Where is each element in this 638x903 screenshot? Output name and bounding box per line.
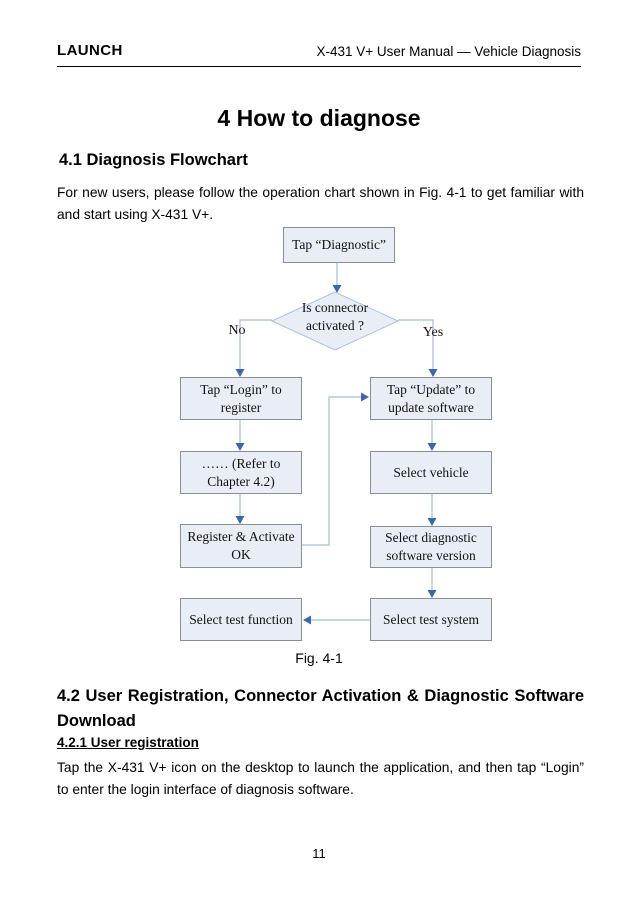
flow-node-select-vehicle: Select vehicle — [370, 451, 492, 494]
flow-node-decision: Is connector activated ? — [301, 300, 369, 333]
header-doc-title: X-431 V+ User Manual — Vehicle Diagnosis — [316, 44, 581, 59]
flow-node-register-activate-ok: Register & Activate OK — [180, 524, 302, 568]
section-42-heading: 4.2 User Registration, Connector Activat… — [57, 687, 584, 730]
page-number: 11 — [312, 846, 326, 861]
page-title: 4 How to diagnose — [217, 105, 421, 131]
brand-logo-text: LAUNCH — [57, 42, 123, 59]
section-42-paragraph: Tap the X-431 V+ icon on the desktop to … — [57, 760, 584, 797]
flow-node-tap-login: Tap “Login” to register — [180, 377, 302, 420]
flow-node-tap-diagnostic: Tap “Diagnostic” — [283, 227, 395, 263]
flow-label-yes: Yes — [422, 325, 444, 340]
section-421-heading: 4.2.1 User registration — [57, 735, 199, 750]
section-41-paragraph: For new users, please follow the operati… — [57, 185, 584, 222]
header-rule — [57, 66, 581, 67]
figure-caption: Fig. 4-1 — [295, 650, 343, 666]
flow-node-tap-update: Tap “Update” to update software — [370, 377, 492, 420]
flow-node-select-test-system: Select test system — [370, 598, 492, 641]
section-41-heading: 4.1 Diagnosis Flowchart — [59, 151, 248, 169]
flow-node-refer-chapter: …… (Refer to Chapter 4.2) — [180, 451, 302, 494]
flow-node-software-version: Select diagnostic software version — [370, 526, 492, 568]
flow-node-select-test-function: Select test function — [180, 598, 302, 641]
flow-label-no: No — [228, 323, 246, 338]
